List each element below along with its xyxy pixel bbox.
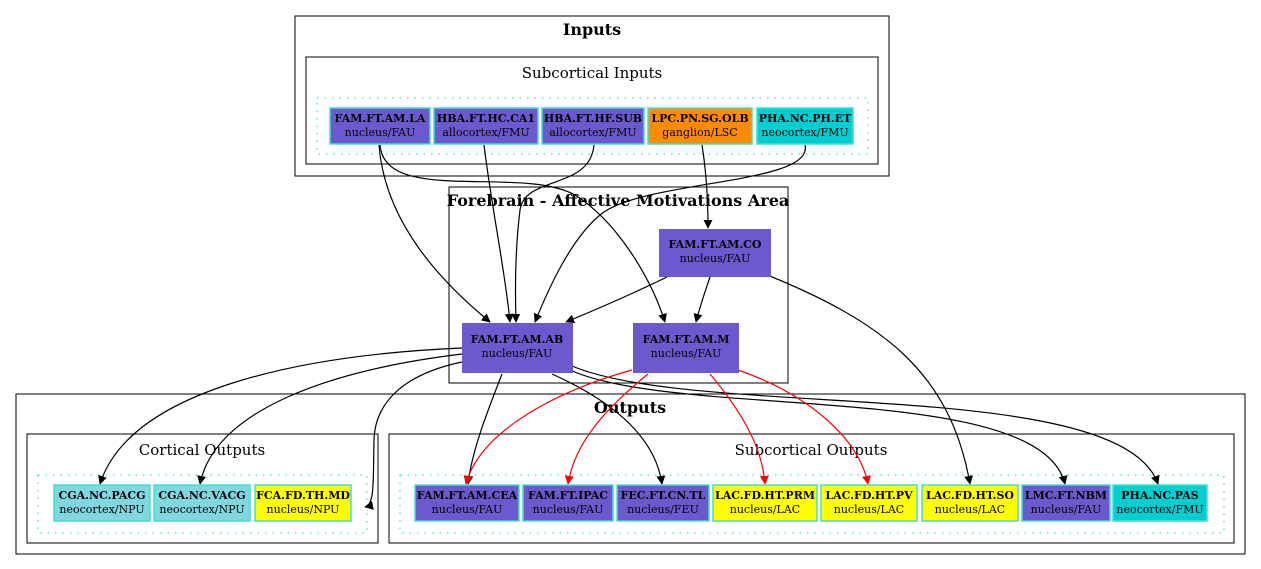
node-subtitle: neocortex/NPU bbox=[59, 503, 144, 516]
node-subtitle: ganglion/LSC bbox=[662, 126, 737, 139]
edge-ab-to-pas bbox=[571, 365, 1160, 485]
node-fam-ft-ipac[interactable]: FAM.FT.IPAC nucleus/FAU bbox=[522, 484, 614, 522]
node-title: FAM.FT.AM.CO bbox=[669, 238, 762, 251]
node-lac-fd-ht-so[interactable]: LAC.FD.HT.SO nucleus/LAC bbox=[921, 484, 1019, 522]
node-title: FAM.FT.AM.AB bbox=[471, 333, 564, 346]
edge-m-to-ipac bbox=[564, 373, 649, 485]
node-subtitle: nucleus/FEU bbox=[627, 503, 699, 516]
edge-ab-to-vacg bbox=[197, 353, 463, 485]
node-subtitle: nucleus/FAU bbox=[432, 503, 503, 516]
node-lac-fd-ht-pv[interactable]: LAC.FD.HT.PV nucleus/LAC bbox=[820, 484, 918, 522]
node-lac-fd-ht-prm[interactable]: LAC.FD.HT.PRM nucleus/LAC bbox=[712, 484, 818, 522]
edge-ca1-to-ab bbox=[483, 144, 514, 323]
node-fam-ft-am-la[interactable]: FAM.FT.AM.LA nucleus/FAU bbox=[329, 107, 431, 145]
edge-m-to-pv bbox=[737, 369, 871, 485]
node-title: LAC.FD.HT.SO bbox=[926, 489, 1014, 502]
node-title: HBA.FT.HF.SUB bbox=[544, 112, 642, 125]
edge-ab-to-nbm bbox=[569, 369, 1068, 485]
node-fam-ft-am-m[interactable]: FAM.FT.AM.M nucleus/FAU bbox=[633, 323, 739, 373]
node-hba-ft-hc-ca1[interactable]: HBA.FT.HC.CA1 allocortex/FMU bbox=[433, 107, 539, 145]
node-subtitle: nucleus/FAU bbox=[680, 252, 751, 265]
node-subtitle: nucleus/LAC bbox=[834, 503, 904, 516]
node-lpc-pn-sg-olb[interactable]: LPC.PN.SG.OLB ganglion/LSC bbox=[647, 107, 753, 145]
edge-ab-to-md bbox=[364, 361, 463, 510]
node-title: FAM.FT.AM.M bbox=[643, 333, 730, 346]
node-pha-nc-ph-et[interactable]: PHA.NC.PH.ET neocortex/FMU bbox=[756, 107, 854, 145]
edges bbox=[98, 144, 1160, 510]
edge-et-to-ab bbox=[533, 144, 806, 323]
node-fca-fd-th-md[interactable]: FCA.FD.TH.MD nucleus/NPU bbox=[254, 484, 352, 522]
cluster-cortical-outputs-title: Cortical Outputs bbox=[139, 441, 265, 459]
node-subtitle: neocortex/FMU bbox=[761, 126, 848, 139]
cluster-outputs-title: Outputs bbox=[594, 398, 666, 417]
node-subtitle: nucleus/NPU bbox=[267, 503, 340, 516]
node-subtitle: allocortex/FMU bbox=[442, 126, 529, 139]
edge-la-to-m bbox=[379, 144, 667, 323]
node-subtitle: nucleus/FAU bbox=[345, 126, 416, 139]
edge-olb-to-co bbox=[701, 144, 713, 229]
cluster-cortical-outputs: Cortical Outputs bbox=[26, 433, 379, 544]
edge-m-to-cea bbox=[463, 369, 633, 485]
edge-co-to-m bbox=[693, 276, 711, 323]
cluster-subcortical-inputs: Subcortical Inputs bbox=[305, 56, 879, 165]
node-lmc-ft-nbm[interactable]: LMC.FT.NBM nucleus/FAU bbox=[1021, 484, 1111, 522]
node-title: PHA.NC.PH.ET bbox=[759, 112, 852, 125]
node-title: LAC.FD.HT.PV bbox=[825, 489, 913, 502]
node-title: PHA.NC.PAS bbox=[1121, 489, 1198, 502]
cluster-subcortical-inputs-title: Subcortical Inputs bbox=[522, 64, 662, 82]
cluster-inputs: Inputs bbox=[294, 15, 890, 177]
node-fam-ft-am-co[interactable]: FAM.FT.AM.CO nucleus/FAU bbox=[659, 229, 771, 277]
node-subtitle: nucleus/FAU bbox=[651, 347, 722, 360]
node-subtitle: nucleus/FAU bbox=[533, 503, 604, 516]
cluster-outputs: Outputs bbox=[15, 393, 1246, 555]
edge-co-to-so bbox=[759, 271, 974, 485]
node-title: FAM.FT.IPAC bbox=[528, 489, 608, 502]
node-subtitle: nucleus/LAC bbox=[935, 503, 1005, 516]
node-title: LAC.FD.HT.PRM bbox=[715, 489, 815, 502]
node-title: HBA.FT.HC.CA1 bbox=[437, 112, 535, 125]
node-subtitle: nucleus/LAC bbox=[730, 503, 800, 516]
node-subtitle: allocortex/FMU bbox=[549, 126, 636, 139]
node-title: CGA.NC.VACG bbox=[158, 489, 245, 502]
node-fec-ft-cn-tl[interactable]: FEC.FT.CN.TL nucleus/FEU bbox=[616, 484, 710, 522]
cluster-forebrain-title: Forebrain - Affective Motivations Area bbox=[447, 191, 789, 210]
node-subtitle: neocortex/FMU bbox=[1116, 503, 1203, 516]
node-title: FEC.FT.CN.TL bbox=[621, 489, 706, 502]
node-title: FAM.FT.AM.LA bbox=[335, 112, 426, 125]
node-fam-ft-am-cea[interactable]: FAM.FT.AM.CEA nucleus/FAU bbox=[414, 484, 520, 522]
edge-la-to-ab bbox=[378, 144, 491, 323]
cluster-inputs-title: Inputs bbox=[563, 20, 621, 39]
edge-sub-to-ab bbox=[511, 144, 595, 323]
node-cga-nc-pacg[interactable]: CGA.NC.PACG neocortex/NPU bbox=[53, 484, 151, 522]
cluster-subcortical-outputs-title: Subcortical Outputs bbox=[735, 441, 888, 459]
node-title: FAM.FT.AM.CEA bbox=[417, 489, 518, 502]
node-fam-ft-am-ab[interactable]: FAM.FT.AM.AB nucleus/FAU bbox=[462, 323, 573, 373]
node-title: CGA.NC.PACG bbox=[58, 489, 145, 502]
node-cga-nc-vacg[interactable]: CGA.NC.VACG neocortex/NPU bbox=[153, 484, 251, 522]
node-title: LMC.FT.NBM bbox=[1025, 489, 1107, 502]
node-subtitle: nucleus/FAU bbox=[1031, 503, 1102, 516]
node-title: LPC.PN.SG.OLB bbox=[651, 112, 748, 125]
edge-m-to-prm bbox=[709, 373, 769, 485]
node-title: FCA.FD.TH.MD bbox=[256, 489, 350, 502]
node-hba-ft-hf-sub[interactable]: HBA.FT.HF.SUB allocortex/FMU bbox=[541, 107, 645, 145]
edge-co-to-ab bbox=[565, 276, 668, 324]
cluster-subcortical-outputs: Subcortical Outputs bbox=[388, 433, 1235, 544]
node-subtitle: nucleus/FAU bbox=[482, 347, 553, 360]
node-pha-nc-pas[interactable]: PHA.NC.PAS neocortex/FMU bbox=[1112, 484, 1208, 522]
edge-ab-to-pacg bbox=[98, 347, 463, 485]
edge-ab-to-tl bbox=[551, 373, 666, 485]
node-subtitle: neocortex/NPU bbox=[159, 503, 244, 516]
